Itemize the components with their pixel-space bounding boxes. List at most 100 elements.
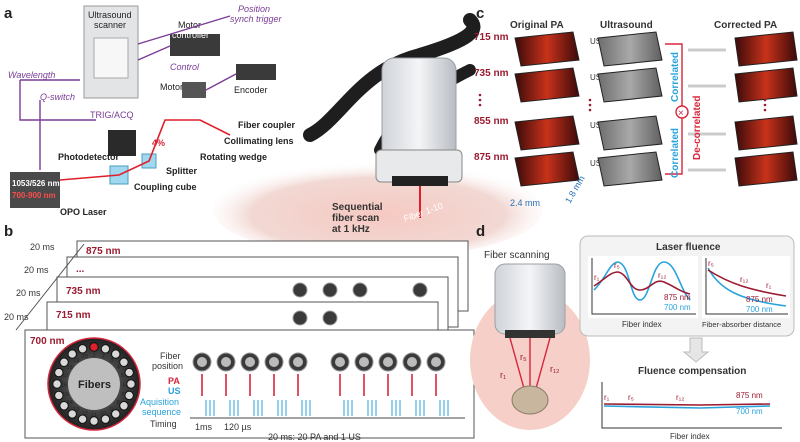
scanner-screen: [93, 37, 129, 79]
splitter-label: Splitter: [166, 166, 198, 176]
comp-700: 700 nm: [736, 407, 763, 416]
plot-1-875: 875 nm: [664, 293, 691, 302]
plot-1-curve-875: [593, 271, 691, 295]
plot-2-875: 875 nm: [746, 295, 773, 304]
fiber-number: 13: [73, 407, 79, 413]
qswitch-label: Q-switch: [40, 92, 75, 102]
ellipsis-dot: [763, 98, 767, 102]
ellipsis-dot: [588, 103, 592, 107]
ellipsis-dot: [588, 98, 592, 102]
one-ms: 1ms: [195, 422, 213, 432]
plot-1-curve-700: [593, 261, 691, 301]
laser-fluence-title: Laser fluence: [656, 242, 721, 253]
four-percent: 4%: [152, 138, 165, 148]
fluence-plot-2: r₅ r₁₂ r₁ 875 nm 700 nm Fiber-absorber d…: [702, 256, 790, 329]
comp-r12: r₁₂: [676, 393, 684, 402]
plot-2-axes: [705, 258, 788, 315]
trigacq-label: TRIG/ACQ: [90, 110, 134, 120]
wl-875: 875 nm: [86, 246, 121, 257]
fiber-ring-center: [68, 358, 120, 410]
fiber-number: 19: [73, 358, 79, 364]
d-probe: [494, 263, 566, 335]
fiber-number: 14: [67, 400, 73, 406]
panel-c: c Original PA Ultrasound Corrected PA 71…: [474, 5, 798, 208]
fiber-number: 17: [62, 373, 68, 379]
comp-axes: [601, 382, 782, 429]
panel-b-letter: b: [4, 223, 13, 240]
fiber-number: 3: [110, 358, 113, 364]
time-1: 20 ms: [30, 242, 55, 252]
fiber-position-core: [431, 357, 441, 367]
fiber-number: 7: [121, 392, 124, 398]
fiber-number: 5: [121, 373, 124, 379]
plot-2-xlabel: Fiber-absorber distance: [702, 320, 781, 329]
c-wl-875: 875 nm: [474, 152, 509, 163]
fiber-number: 16: [61, 383, 67, 389]
image-tiles: [478, 31, 798, 187]
fiber-number: 12: [82, 411, 88, 417]
pa-label: PA: [168, 376, 180, 386]
photodetector-label: Photodetector: [58, 152, 119, 162]
fiber-number: 2: [102, 354, 105, 360]
us-label: US: [168, 386, 181, 396]
fiber-scanning-label: Fiber scanning: [484, 250, 550, 261]
comp-curve-700: [603, 405, 771, 409]
ellipsis-dot: [478, 98, 482, 102]
panel-a-letter: a: [4, 5, 13, 22]
motor-controller-2: controller: [172, 30, 209, 40]
panel-b: b 875 nm ... 735 nm 715 nm 700 nm 20 ms …: [4, 223, 475, 442]
rotating-wedge-label: Rotating wedge: [200, 152, 267, 162]
d-r1: r₁: [500, 370, 506, 380]
image-tile: [597, 67, 663, 103]
motor-box: [182, 82, 206, 98]
plot-1-r12: r₁₂: [658, 271, 666, 280]
corrected-tile: [734, 115, 798, 151]
fiber-hole: [54, 390, 64, 401]
plot-2-curve-875: [707, 269, 787, 297]
image-tile: [597, 151, 663, 187]
time-4: 20 ms: [4, 312, 29, 322]
c-wl-855: 855 nm: [474, 116, 509, 127]
wl-700: 700 nm: [30, 336, 65, 347]
image-tile: [597, 115, 663, 151]
fiber-position-core: [293, 357, 303, 367]
ellipsis-dot: [588, 108, 592, 112]
fiber-number: 6: [122, 383, 125, 389]
fiber-position-core: [407, 357, 417, 367]
scanner-label-1: Ultrasound: [88, 10, 132, 20]
image-tile: [514, 151, 580, 187]
fiber-number: 9: [110, 407, 113, 413]
d-r5: r₅: [520, 352, 527, 362]
decorrelated-label: De-correlated: [692, 96, 703, 160]
plot-1-r1: r₁: [594, 273, 600, 282]
fiber-number: 11: [91, 413, 97, 419]
decorrelation-x: ×: [678, 108, 684, 119]
plot-2-r5: r₅: [708, 259, 714, 268]
motor-controller-box: [170, 34, 220, 56]
fiber-hole: [111, 349, 121, 359]
wl-735: 735 nm: [66, 286, 101, 297]
ellipsis-dot: [478, 103, 482, 107]
fiber-hole: [100, 344, 111, 354]
sequential-2: fiber scan: [332, 213, 379, 224]
background-fiber-ring: [352, 282, 368, 298]
encoder-box: [236, 64, 276, 80]
fiber-position-core: [359, 357, 369, 367]
corrected-pa-title: Corrected PA: [714, 20, 777, 31]
fiber-hole: [100, 414, 111, 424]
fiber-number: 20: [82, 354, 88, 360]
image-tile: [514, 31, 580, 67]
sequential-1: Sequential: [332, 202, 383, 213]
acq-seq-2: sequence: [142, 407, 181, 417]
total-label: 20 ms: 20 PA and 1 US: [268, 432, 361, 442]
fiber-position-core: [269, 357, 279, 367]
plot-2-700: 700 nm: [746, 305, 773, 314]
opo-laser-box: [10, 172, 60, 208]
fiber-hole: [89, 342, 99, 352]
image-tile: [514, 67, 580, 103]
background-fiber-ring: [292, 310, 308, 326]
laser-line-1: 1053/526 nm: [12, 179, 60, 188]
correlated-bottom: Correlated: [670, 128, 681, 178]
fibers-label: Fibers: [78, 379, 111, 391]
